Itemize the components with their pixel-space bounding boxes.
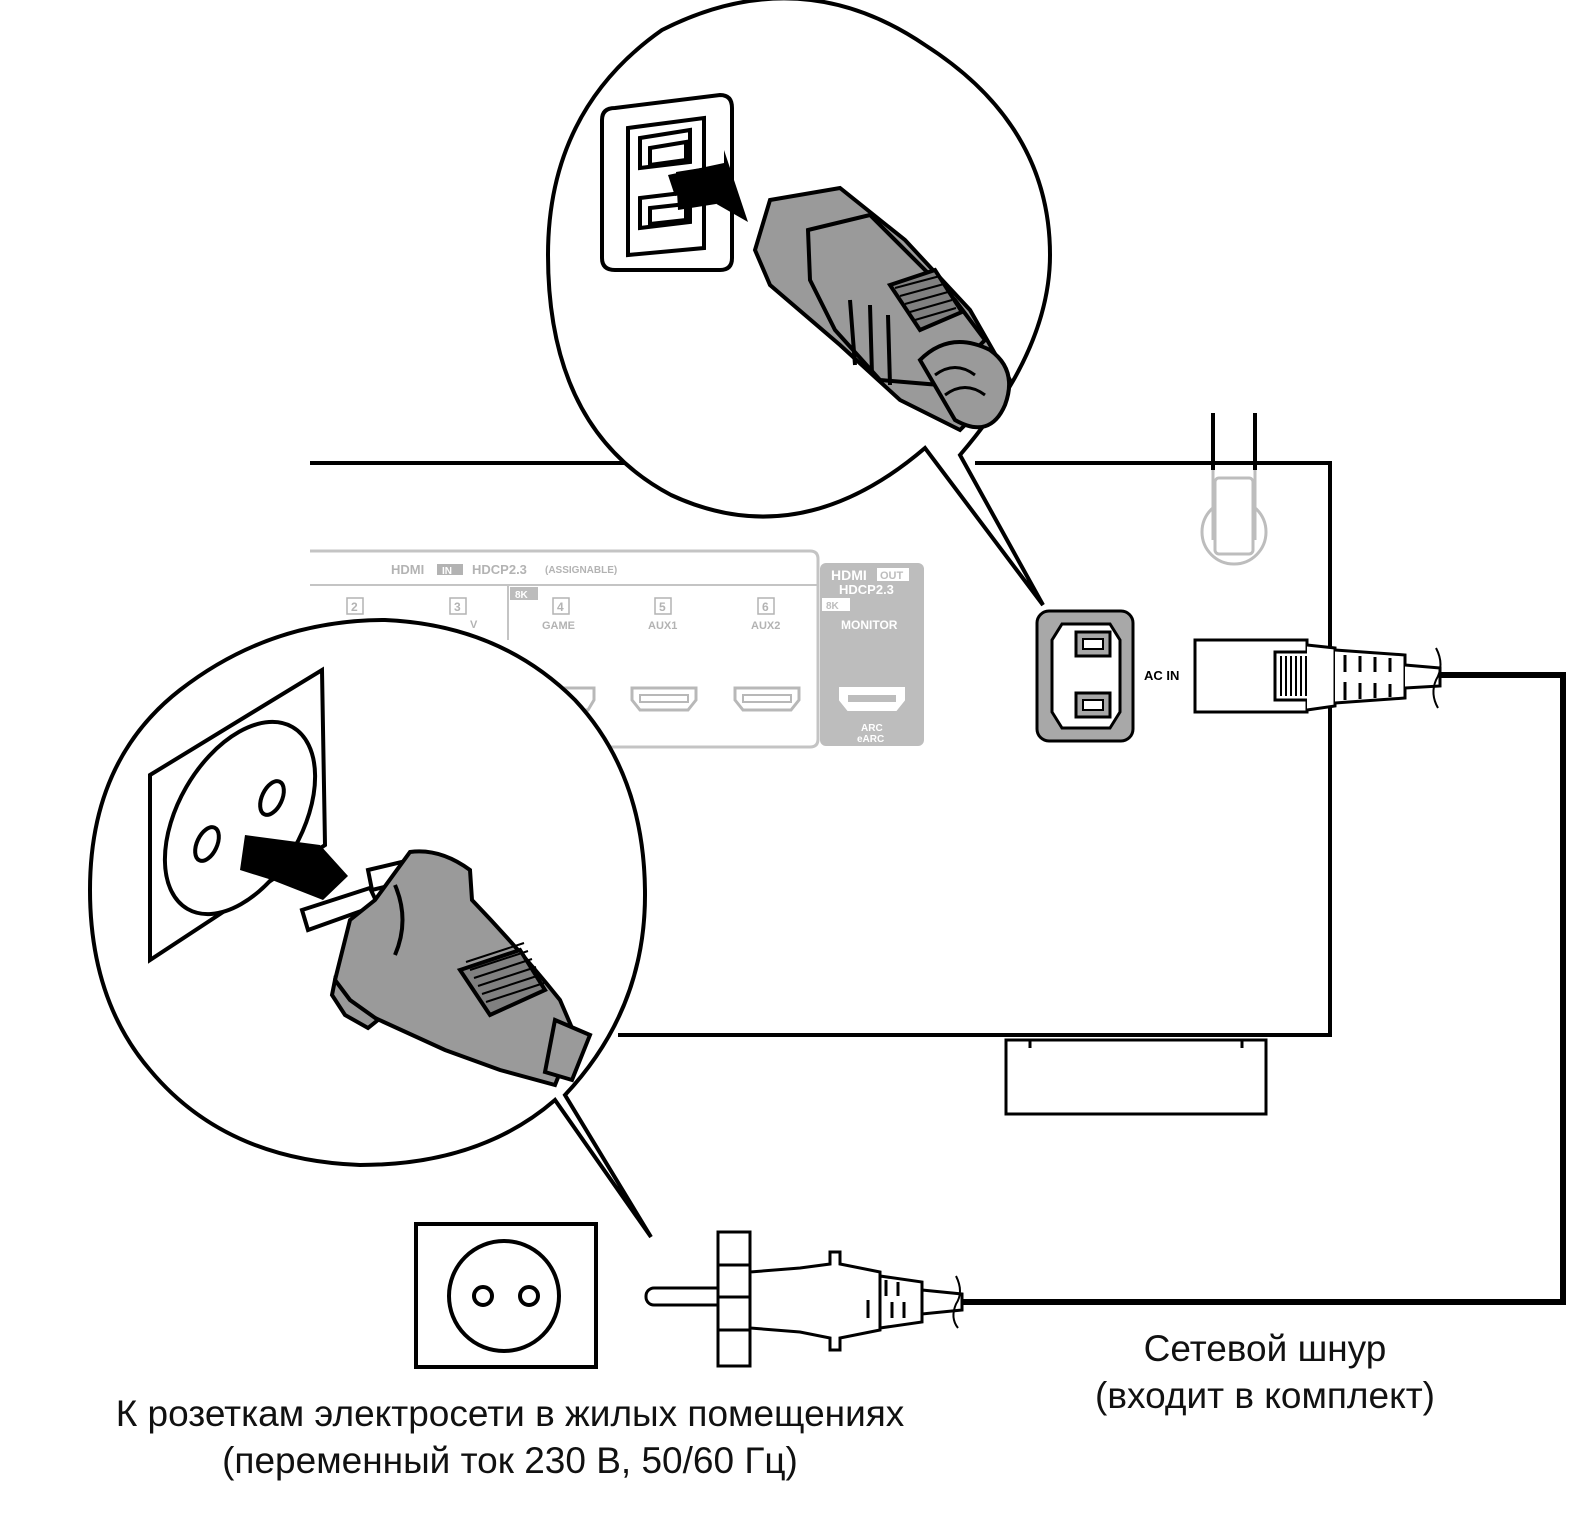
hdcp-in-label: HDCP2.3 xyxy=(472,562,527,577)
wall-outlet-icon xyxy=(414,1222,598,1369)
ac-inlet xyxy=(1035,609,1135,743)
antenna-icon xyxy=(1200,413,1268,566)
callout-schuko-closeup xyxy=(87,617,653,1239)
cord-caption-line2: (входит в комплект) xyxy=(1095,1375,1435,1416)
assignable-label: (ASSIGNABLE) xyxy=(545,565,617,576)
port-3-partial-label: V xyxy=(470,619,478,631)
insert-arrow-icon xyxy=(240,835,348,900)
port-5-number: 5 xyxy=(659,600,666,614)
outlet-caption: К розеткам электросети в жилых помещения… xyxy=(30,1390,990,1484)
power-cord xyxy=(962,672,1566,1305)
hdmi-in-panel: HDMI IN HDCP2.3 (ASSIGNABLE) 8K 2 3 V 4 … xyxy=(310,549,820,749)
port-4-name: GAME xyxy=(542,620,575,632)
cord-caption-line1: Сетевой шнур xyxy=(1143,1328,1387,1369)
port-5-name: AUX1 xyxy=(648,620,677,632)
in-badge: IN xyxy=(442,566,452,577)
outlet-caption-line1: К розеткам электросети в жилых помещения… xyxy=(115,1393,905,1434)
hdcp-out-label: HDCP2.3 xyxy=(839,582,894,597)
arc-label: ARC xyxy=(861,723,883,734)
port-6-name: AUX2 xyxy=(751,620,780,632)
out-badge: OUT xyxy=(880,570,904,582)
monitor-label: MONITOR xyxy=(841,618,898,632)
ac-in-label: AC IN xyxy=(1144,668,1179,683)
earc-label: eARC xyxy=(857,734,884,745)
hdmi-port-icon xyxy=(560,686,801,712)
hdmi-in-label: HDMI xyxy=(391,562,424,577)
iec-plug xyxy=(1193,638,1442,714)
out-8k-badge: 8K xyxy=(826,601,840,612)
receiver-foot xyxy=(1004,1038,1268,1116)
mains-plug-icon xyxy=(644,1230,964,1368)
port-3-number: 3 xyxy=(454,600,461,614)
port-2-number: 2 xyxy=(351,600,358,614)
port-6-number: 6 xyxy=(762,600,769,614)
callout-iec-closeup xyxy=(545,0,1053,607)
cord-caption: Сетевой шнур (входит в комплект) xyxy=(1050,1325,1480,1419)
hdmi-out-panel: HDMI OUT HDCP2.3 8K MONITOR ARC eARC xyxy=(820,563,924,746)
outlet-caption-line2: (переменный ток 230 В, 50/60 Гц) xyxy=(222,1440,798,1481)
badge-8k: 8K xyxy=(515,590,529,601)
receiver-rear-panel xyxy=(310,461,1332,1037)
port-number-box xyxy=(346,597,775,615)
port-4-number: 4 xyxy=(557,600,564,614)
hdmi-out-label: HDMI xyxy=(831,567,867,583)
